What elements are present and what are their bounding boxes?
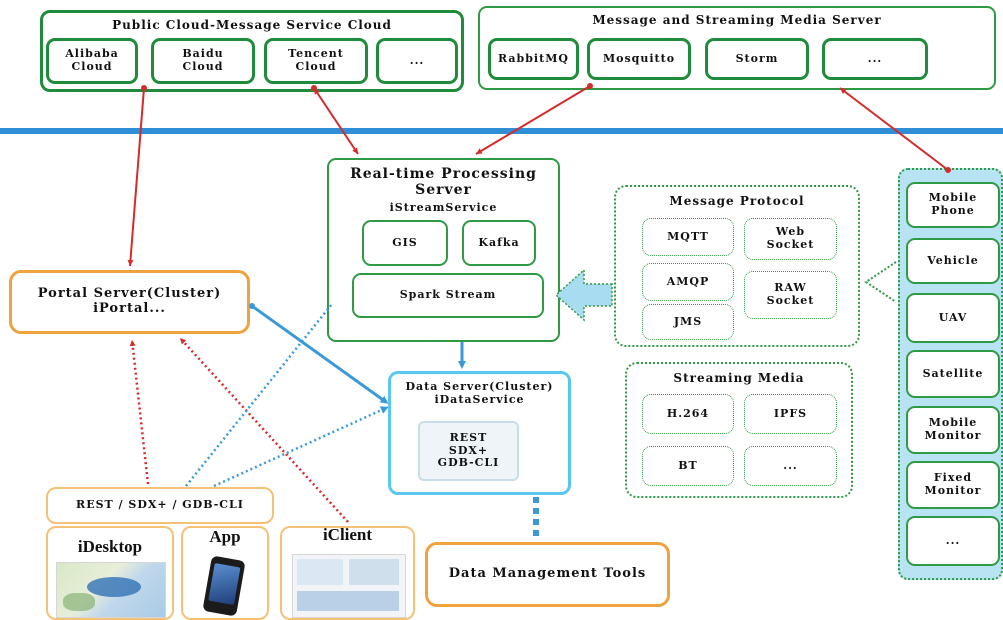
network-divider-line (0, 128, 1003, 134)
client-idesktop-label: iDesktop (77, 537, 143, 556)
baidu-cloud-node[interactable]: Baidu Cloud (151, 38, 255, 84)
storm-node[interactable]: Storm (705, 38, 809, 80)
cloud-more-node[interactable]: ... (376, 38, 458, 84)
media-server-title: Message and Streaming Media Server (592, 13, 882, 27)
device-vehicle[interactable]: Vehicle (906, 238, 1000, 284)
alibaba-cloud-node[interactable]: Alibaba Cloud (46, 38, 138, 84)
connector-mosquitto-realtime (475, 85, 591, 155)
gis-node[interactable]: GIS (362, 220, 448, 266)
spark-stream-node[interactable]: Spark Stream (352, 273, 544, 318)
data-server-api-box[interactable]: REST SDX+ GDB-CLI (418, 421, 519, 481)
bt-node[interactable]: BT (642, 446, 734, 486)
client-idesktop[interactable]: iDesktop (46, 526, 174, 620)
data-management-tools[interactable]: Data Management Tools (425, 542, 670, 607)
idesktop-map-image (56, 562, 166, 618)
client-app[interactable]: App (181, 526, 269, 620)
rabbitmq-node[interactable]: RabbitMQ (488, 38, 579, 80)
devices-to-protocol-arrow (864, 261, 897, 303)
device-mobile-phone[interactable]: Mobile Phone (906, 182, 1000, 228)
client-iclient[interactable]: iClient (280, 525, 415, 620)
iclient-screens-image (292, 554, 406, 618)
media-more-node[interactable]: ... (822, 38, 928, 80)
message-protocol-title: Message Protocol (669, 194, 805, 208)
streaming-more-node[interactable]: ... (744, 446, 837, 486)
device-more[interactable]: ... (906, 516, 1000, 566)
jms-node[interactable]: JMS (642, 304, 734, 340)
connector-alibaba-portal (127, 87, 145, 267)
ipfs-node[interactable]: IPFS (744, 394, 837, 434)
portal-server[interactable]: Portal Server(Cluster) iPortal... (9, 270, 250, 334)
realtime-server-title: Real-time Processing Server (350, 166, 537, 199)
raw-socket-node[interactable]: RAW Socket (744, 271, 837, 319)
tencent-cloud-node[interactable]: Tencent Cloud (264, 38, 368, 84)
connector-api-dataserver (213, 406, 389, 488)
mosquitto-node[interactable]: Mosquitto (587, 38, 691, 80)
device-satellite[interactable]: Satellite (906, 350, 1000, 398)
phone-image (202, 555, 246, 617)
client-iclient-label: iClient (322, 525, 373, 544)
streaming-media-title: Streaming Media (673, 371, 805, 385)
h264-node[interactable]: H.264 (642, 394, 734, 434)
connector-api-portal (129, 339, 150, 485)
api-bar[interactable]: REST / SDX+ / GDB-CLI (46, 487, 274, 524)
device-mobile-monitor[interactable]: Mobile Monitor (906, 406, 1000, 454)
client-app-label: App (209, 527, 241, 546)
public-cloud-title: Public Cloud-Message Service Cloud (112, 18, 392, 32)
protocol-to-realtime-arrow (554, 268, 613, 322)
websocket-node[interactable]: Web Socket (744, 218, 837, 260)
mqtt-node[interactable]: MQTT (642, 218, 734, 256)
kafka-node[interactable]: Kafka (462, 220, 536, 266)
connector-tencent-realtime (313, 87, 359, 155)
device-fixed-monitor[interactable]: Fixed Monitor (906, 461, 1000, 509)
device-uav[interactable]: UAV (906, 293, 1000, 343)
amqp-node[interactable]: AMQP (642, 263, 734, 301)
realtime-server-subtitle: iStreamService (389, 201, 498, 214)
data-server-title: Data Server(Cluster) iDataService (405, 380, 554, 406)
